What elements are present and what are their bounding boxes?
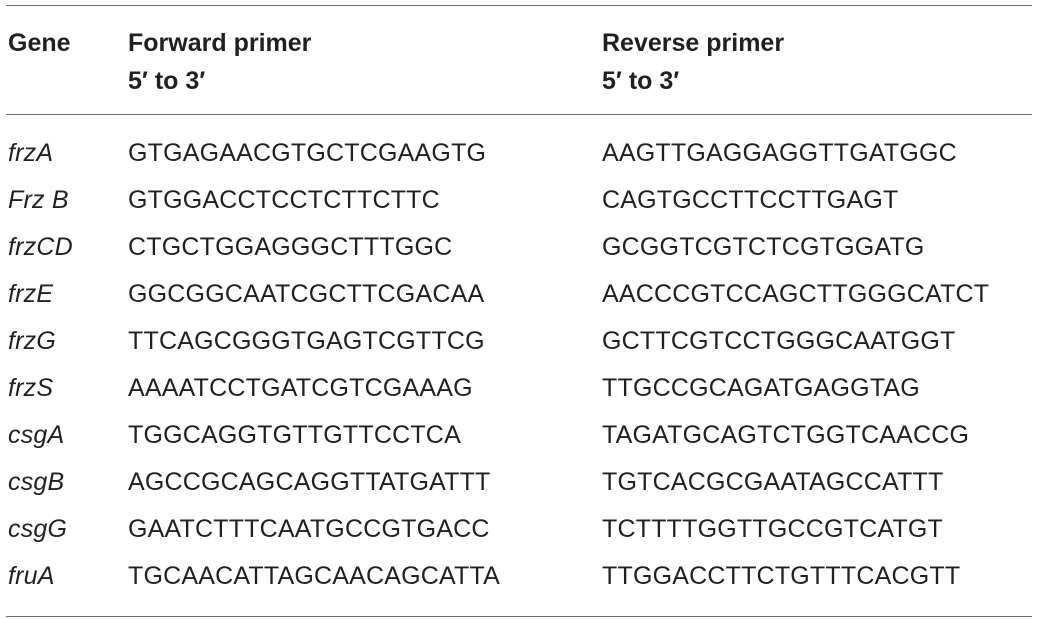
table-row: csgB AGCCGCAGCAGGTTATGATTT TGTCACGCGAATA… <box>6 463 1032 510</box>
table-row: frzA GTGAGAACGTGCTCGAAGTG AAGTTGAGGAGGTT… <box>6 134 1032 181</box>
forward-primer-cell: TGGCAGGTGTTGTTCCTCA <box>128 421 461 449</box>
table-row: csgA TGGCAGGTGTTGTTCCTCA TAGATGCAGTCTGGT… <box>6 416 1032 463</box>
gene-cell: frzS <box>8 374 54 402</box>
table-header: Gene Forward primer 5′ to 3′ Reverse pri… <box>6 6 1032 115</box>
table-row: fruA TGCAACATTAGCAACAGCATTA TTGGACCTTCTG… <box>6 557 1032 604</box>
gene-cell: fruA <box>8 562 55 590</box>
gene-cell: csgB <box>8 468 65 496</box>
header-reverse-direction: 5′ to 3′ <box>602 67 680 95</box>
forward-primer-cell: TGCAACATTAGCAACAGCATTA <box>128 562 501 590</box>
reverse-primer-cell: AAGTTGAGGAGGTTGATGGC <box>602 139 957 167</box>
reverse-primer-cell: GCTTCGTCCTGGGCAATGGT <box>602 327 956 355</box>
table-row: frzE GGCGGCAATCGCTTCGACAA AACCCGTCCAGCTT… <box>6 275 1032 322</box>
reverse-primer-cell: GCGGTCGTCTCGTGGATG <box>602 233 925 261</box>
reverse-primer-cell: TTGGACCTTCTGTTTCACGTT <box>602 562 961 590</box>
gene-cell: csgG <box>8 515 68 543</box>
table-row: Frz B GTGGACCTCCTCTTCTTC CAGTGCCTTCCTTGA… <box>6 181 1032 228</box>
gene-cell: csgA <box>8 421 65 449</box>
forward-primer-cell: TTCAGCGGGTGAGTCGTTCG <box>128 327 485 355</box>
table-row: frzCD CTGCTGGAGGGCTTTGGC GCGGTCGTCTCGTGG… <box>6 228 1032 275</box>
forward-primer-cell: GGCGGCAATCGCTTCGACAA <box>128 280 485 308</box>
header-gene-label: Gene <box>8 29 71 57</box>
header-forward-label: Forward primer <box>128 29 312 57</box>
gene-cell: frzCD <box>8 233 73 261</box>
primer-table: Gene Forward primer 5′ to 3′ Reverse pri… <box>6 5 1032 617</box>
forward-primer-cell: GAATCTTTCAATGCCGTGACC <box>128 515 490 543</box>
reverse-primer-cell: TGTCACGCGAATAGCCATTT <box>602 468 944 496</box>
reverse-primer-cell: AACCCGTCCAGCTTGGGCATCT <box>602 280 990 308</box>
gene-cell: frzE <box>8 280 54 308</box>
forward-primer-cell: AAAATCCTGATCGTCGAAAG <box>128 374 473 402</box>
reverse-primer-cell: TTGCCGCAGATGAGGTAG <box>602 374 920 402</box>
forward-primer-cell: CTGCTGGAGGGCTTTGGC <box>128 233 453 261</box>
reverse-primer-cell: TCTTTTGGTTGCCGTCATGT <box>602 515 943 543</box>
gene-cell: frzA <box>8 139 54 167</box>
reverse-primer-cell: CAGTGCCTTCCTTGAGT <box>602 186 899 214</box>
reverse-primer-cell: TAGATGCAGTCTGGTCAACCG <box>602 421 970 449</box>
table-row: frzG TTCAGCGGGTGAGTCGTTCG GCTTCGTCCTGGGC… <box>6 322 1032 369</box>
header-forward-direction: 5′ to 3′ <box>128 67 206 95</box>
gene-cell: Frz B <box>8 186 69 214</box>
header-reverse-label: Reverse primer <box>602 29 785 57</box>
table-body: frzA GTGAGAACGTGCTCGAAGTG AAGTTGAGGAGGTT… <box>6 115 1032 617</box>
forward-primer-cell: GTGGACCTCCTCTTCTTC <box>128 186 440 214</box>
table-row: csgG GAATCTTTCAATGCCGTGACC TCTTTTGGTTGCC… <box>6 510 1032 557</box>
header-reverse-primer: Reverse primer 5′ to 3′ <box>602 24 784 100</box>
forward-primer-cell: GTGAGAACGTGCTCGAAGTG <box>128 139 487 167</box>
gene-cell: frzG <box>8 327 57 355</box>
header-forward-primer: Forward primer 5′ to 3′ <box>128 24 311 100</box>
header-gene: Gene <box>8 24 71 62</box>
table-top-rule <box>6 5 1032 6</box>
forward-primer-cell: AGCCGCAGCAGGTTATGATTT <box>128 468 491 496</box>
table-row: frzS AAAATCCTGATCGTCGAAAG TTGCCGCAGATGAG… <box>6 369 1032 416</box>
